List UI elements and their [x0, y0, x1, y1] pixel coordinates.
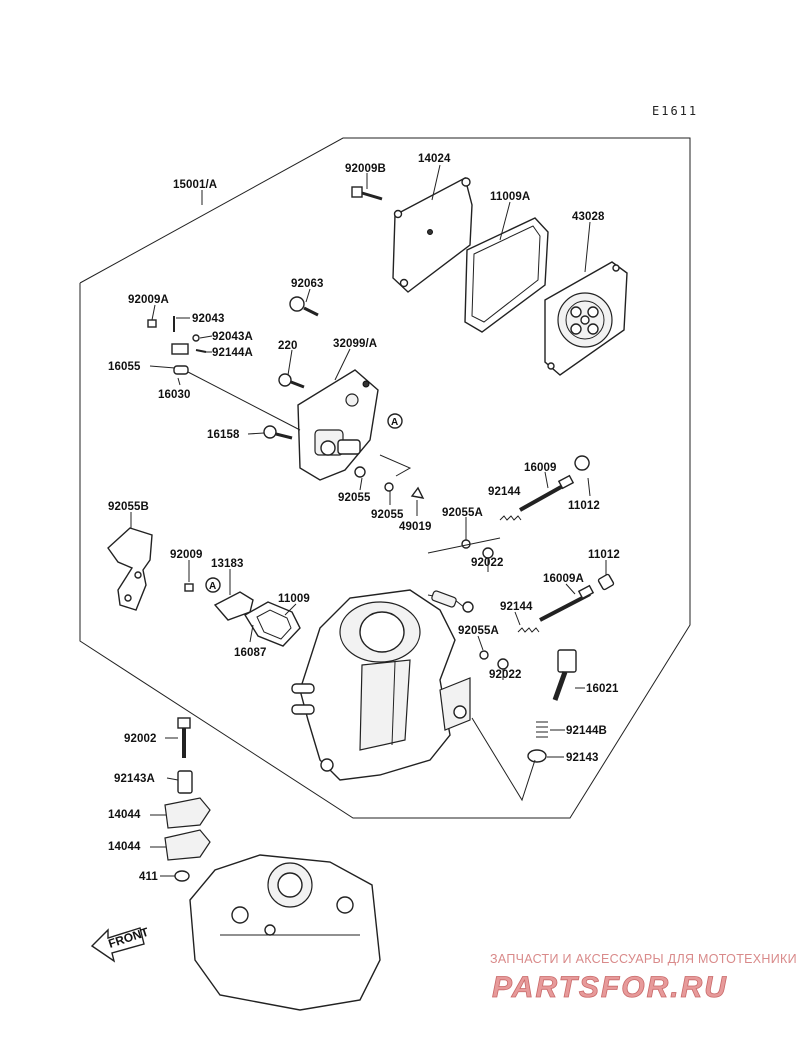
plate-13183 [213, 591, 254, 621]
part-label-p220: 220 [278, 340, 298, 352]
cap-11012-a [574, 455, 590, 471]
gasket-92055b [107, 527, 153, 611]
front-arrow: FRONT [90, 925, 151, 963]
part-label-p16158: 16158 [207, 429, 240, 441]
leader-top [427, 537, 501, 554]
valve-49019 [410, 486, 425, 499]
part-label-p92055a: 92055 [338, 492, 371, 504]
jet-16021 [552, 649, 577, 701]
part-label-p43028: 43028 [572, 211, 605, 223]
leader-arrow-a [379, 454, 412, 477]
carburetor-body [291, 589, 474, 781]
screw-92009 [184, 583, 194, 592]
oring-92055a-b [479, 650, 489, 660]
leader-bottom [471, 717, 536, 802]
callout-a-1: A [387, 413, 403, 429]
bolt-92002 [177, 717, 191, 758]
oring-92055-a [354, 466, 366, 478]
part-label-p14044b: 14044 [108, 841, 141, 853]
part-label-p92055b: 92055 [371, 509, 404, 521]
callout-a-2: A [205, 577, 221, 593]
part-label-p92022b: 92022 [489, 669, 521, 681]
part-label-p92055B: 92055B [108, 501, 149, 513]
cap-11012-b [597, 573, 615, 591]
spring-92144b [536, 721, 548, 738]
part-label-p13183: 13183 [211, 558, 243, 570]
linkage-group [147, 316, 301, 431]
part-label-p92043: 92043 [192, 313, 224, 325]
part-label-p16030: 16030 [158, 389, 190, 401]
part-label-p92144A: 92144A [212, 347, 253, 359]
watermark-brand: PARTSFOR.RU [492, 971, 728, 1004]
part-label-p92022a: 92022 [471, 557, 503, 569]
part-label-p14044a: 14044 [108, 809, 141, 821]
part-label-p32099A: 32099/A [333, 338, 377, 350]
part-label-p11012b: 11012 [588, 549, 620, 561]
screw-16158 [263, 425, 293, 440]
part-label-p15001A: 15001/A [173, 179, 217, 191]
part-label-p92144: 92144 [488, 486, 521, 498]
part-label-p92144b: 92144 [500, 601, 533, 613]
screw-92009b [351, 186, 383, 201]
watermark-tagline: ЗАПЧАСТИ И АКСЕССУАРЫ ДЛЯ МОТОТЕХНИКИ [490, 952, 797, 966]
needle-16009a [539, 584, 595, 622]
label-leaders [130, 164, 607, 877]
part-label-p14024: 14024 [418, 153, 451, 165]
screw-220 [278, 373, 305, 389]
oring-92055-b [384, 482, 394, 492]
part-label-p92009A: 92009A [128, 294, 169, 306]
part-label-p11009A: 11009A [490, 191, 530, 203]
part-label-p411: 411 [139, 871, 158, 883]
spring-92144-b [517, 627, 540, 633]
washer-92022-b [497, 658, 509, 670]
assembly-frame [79, 137, 691, 819]
diagram-code: E1611 [652, 104, 698, 118]
part-label-p16087: 16087 [234, 647, 266, 659]
gasket-11009a [464, 217, 549, 333]
part-label-p92055Aa: 92055A [442, 507, 483, 519]
part-label-p92009B: 92009B [345, 163, 386, 175]
damper-14044-b [164, 829, 211, 861]
collar-92143a [177, 770, 193, 794]
gasket-11009 [244, 601, 301, 647]
washer-411 [174, 870, 190, 882]
screw-92063 [289, 296, 319, 317]
part-label-p11012a: 11012 [568, 500, 600, 512]
washer-92143 [527, 749, 547, 763]
part-label-p92002: 92002 [124, 733, 156, 745]
part-label-p11009: 11009 [278, 593, 310, 605]
svg-text:A: A [209, 581, 216, 592]
svg-text:A: A [391, 417, 398, 428]
part-label-p92144B: 92144B [566, 725, 607, 737]
cover-32099a [297, 369, 379, 481]
part-label-p92043A: 92043A [212, 331, 253, 343]
part-label-p92143: 92143 [566, 752, 598, 764]
part-label-p92055Ab: 92055A [458, 625, 499, 637]
cover-14024 [392, 176, 473, 293]
part-label-p16009A: 16009A [543, 573, 584, 585]
part-label-p92063: 92063 [291, 278, 323, 290]
part-label-p16009: 16009 [524, 462, 556, 474]
part-label-p92009: 92009 [170, 549, 202, 561]
diaphragm-43028 [544, 261, 628, 376]
part-labels: 15001/A92009B1402411009A430289206392009A… [108, 153, 620, 883]
part-label-p92143A: 92143A [114, 773, 155, 785]
spring-92144-a [499, 515, 522, 521]
needle-16009 [519, 474, 575, 512]
damper-14044-a [164, 797, 211, 829]
part-label-p49019: 49019 [399, 521, 431, 533]
part-label-p16055: 16055 [108, 361, 141, 373]
part-label-p16021: 16021 [586, 683, 619, 695]
engine-head [189, 854, 381, 1011]
